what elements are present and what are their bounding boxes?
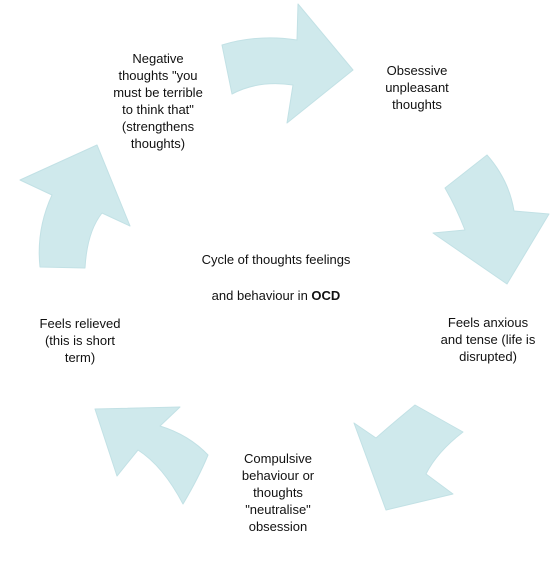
node-feels-anxious: Feels anxious and tense (life is disrupt… <box>440 315 536 364</box>
ocd-term: OCD <box>311 288 341 303</box>
arrow-top <box>221 3 354 124</box>
arrow-left <box>19 144 131 269</box>
node-negative-thoughts: Negative thoughts "you must be terrible … <box>113 51 203 151</box>
node-feels-relieved: Feels relieved (this is short term) <box>39 316 121 365</box>
node-compulsive-behaviour: Compulsive behaviour or thoughts "neutra… <box>241 451 315 534</box>
arrow-right <box>432 154 550 285</box>
center-caption: Cycle of thoughts feelings and behaviour… <box>176 233 376 323</box>
center-caption-line1: Cycle of thoughts feelings <box>201 252 351 267</box>
arrow-bottom-left <box>94 406 209 505</box>
center-caption-line2: and behaviour in OCD <box>176 287 376 305</box>
center-caption-prefix: and behaviour in <box>211 288 312 303</box>
arrow-bottom-right <box>353 404 464 511</box>
node-obsessive-thoughts: Obsessive unpleasant thoughts <box>385 63 449 112</box>
